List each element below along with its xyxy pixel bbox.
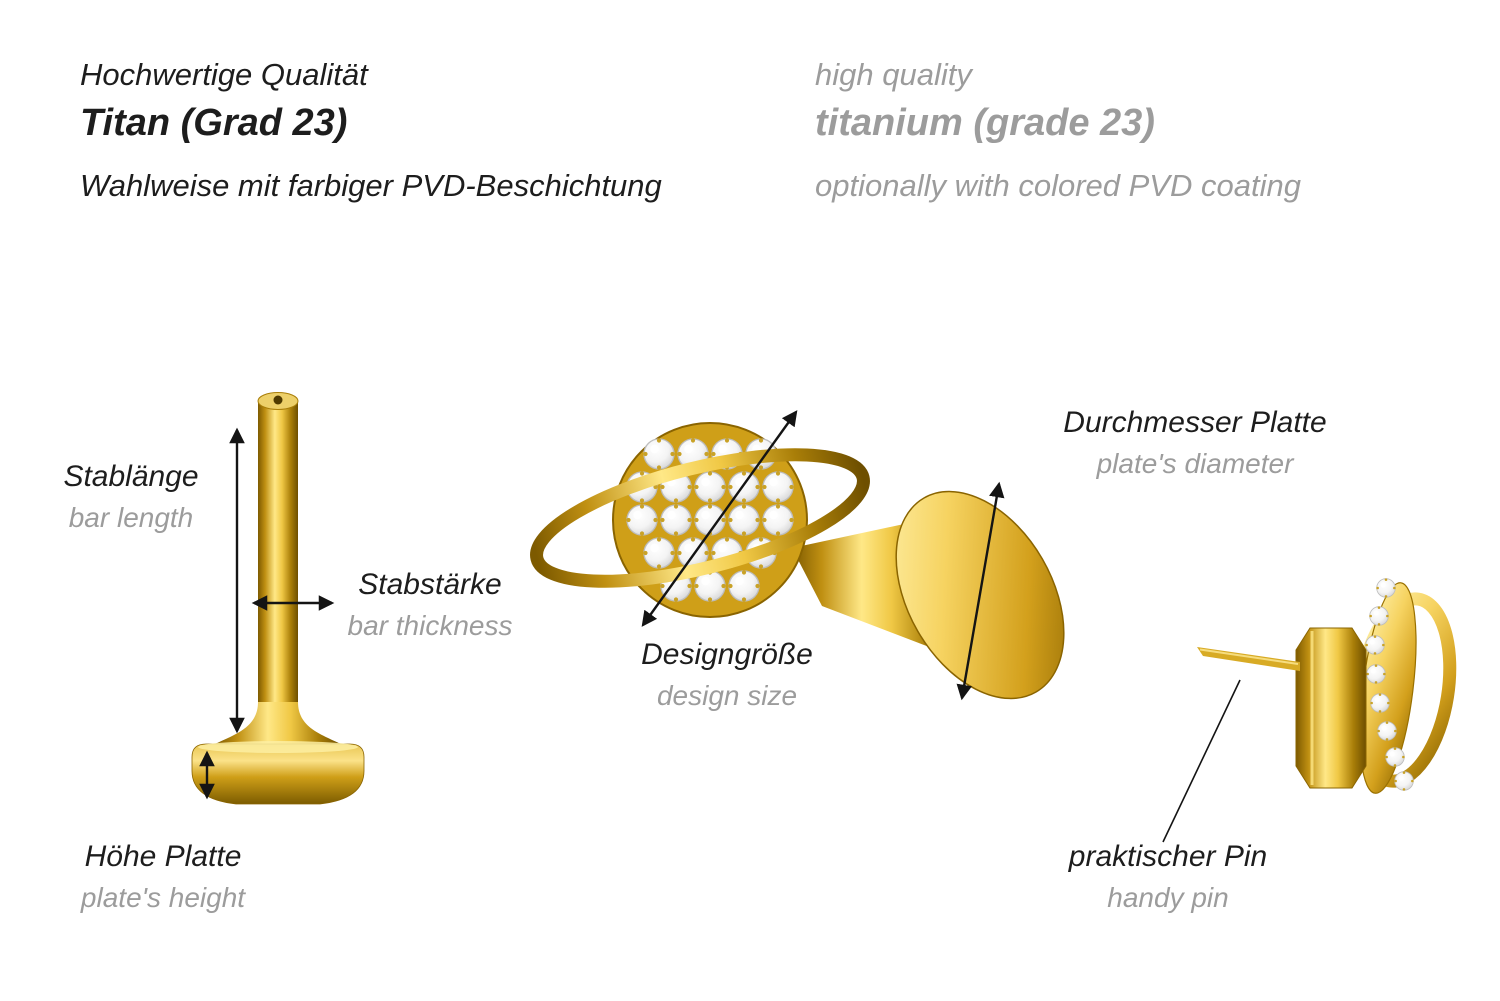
label-plate-height-en: plate's height [80,881,246,913]
label-design-size-de: Designgröße [641,638,813,671]
label-handy-pin: praktischer Pin handy pin [1018,840,1318,914]
label-bar-length: Stablänge bar length [31,460,231,534]
label-bar-thickness-de: Stabstärke [358,568,502,601]
header-de-quality: Hochwertige Qualität [80,57,368,92]
measurement-arrows [199,410,1241,843]
label-bar-length-en: bar length [68,501,194,533]
label-bar-length-de: Stablänge [63,460,199,493]
label-design-size-en: design size [656,679,798,711]
header-en-material: titanium (grade 23) [815,102,1155,144]
label-plate-height: Höhe Platte plate's height [63,840,263,914]
label-design-size: Designgröße design size [577,638,877,712]
labret-post-figure [191,392,365,805]
header-de-material: Titan (Grad 23) [80,102,348,144]
label-plate-height-de: Höhe Platte [84,840,242,873]
label-plate-diameter-de: Durchmesser Platte [1063,406,1327,439]
plate-diameter-arrow [956,481,1005,701]
design-size-arrow [641,410,798,627]
pin-pointer-line [1162,679,1241,843]
pin-back-figure [1197,577,1457,794]
header-de-coating: Wahlweise mit farbiger PVD-Beschichtung [80,168,662,203]
label-bar-thickness-en: bar thickness [347,609,513,641]
label-plate-diameter-en: plate's diameter [1096,447,1294,479]
label-bar-thickness: Stabstärke bar thickness [330,568,530,642]
label-handy-pin-de: praktischer Pin [1068,840,1268,873]
header-en-quality: high quality [815,57,972,92]
header-en-coating: optionally with colored PVD coating [815,168,1301,203]
label-plate-diameter: Durchmesser Platte plate's diameter [1035,406,1355,480]
label-handy-pin-en: handy pin [1107,881,1229,913]
